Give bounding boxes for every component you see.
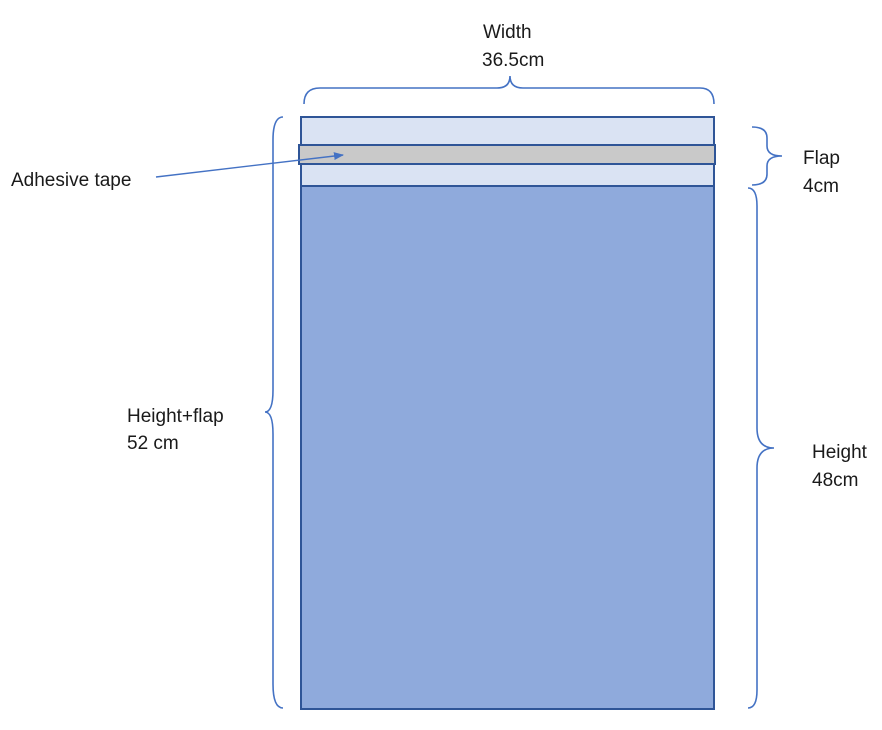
adhesive-tape-strip bbox=[298, 144, 716, 165]
width-bracket bbox=[303, 75, 715, 105]
height-bracket bbox=[747, 187, 775, 709]
width-value: 36.5cm bbox=[482, 50, 544, 71]
envelope-body bbox=[300, 185, 715, 710]
height-flap-value: 52 cm bbox=[127, 433, 179, 454]
height-title: Height bbox=[812, 442, 868, 463]
height-flap-bracket bbox=[264, 116, 284, 709]
adhesive-tape-label: Adhesive tape bbox=[11, 170, 131, 191]
flap-value: 4cm bbox=[803, 176, 839, 197]
height-value: 48cm bbox=[812, 470, 858, 491]
flap-title: Flap bbox=[803, 148, 840, 169]
flap-bracket bbox=[751, 126, 783, 186]
width-title: Width bbox=[483, 22, 532, 43]
height-flap-title: Height+flap bbox=[127, 406, 224, 427]
adhesive-arrow bbox=[155, 152, 344, 178]
